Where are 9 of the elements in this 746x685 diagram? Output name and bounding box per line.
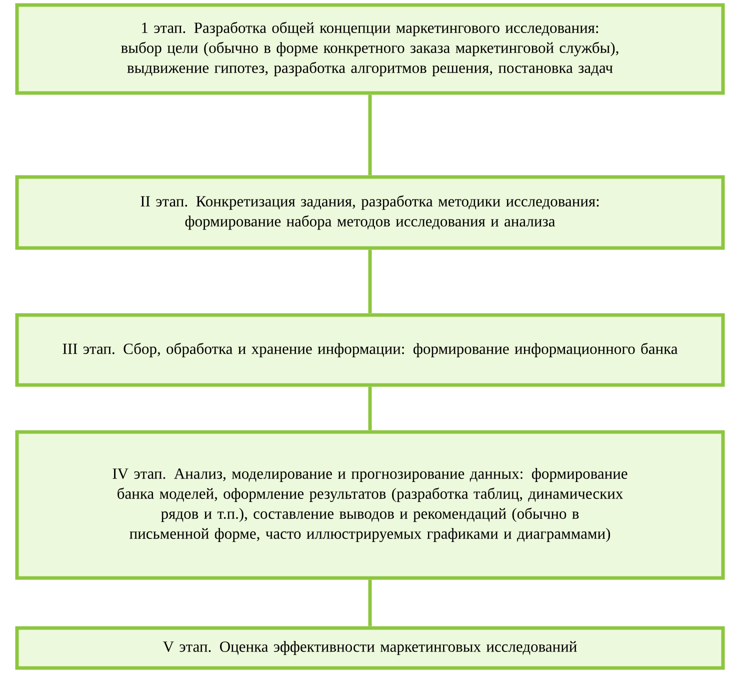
connector-line xyxy=(368,580,372,626)
stage-box: 1 этап. Разработка общей концепции маркетингового исследования: выбор цели (обычно в форме конкретного заказа маркетинговой службы), выдвижение гипотез, разработка алгоритмов решения, постановка задач xyxy=(15,3,725,95)
stage-box: III этап. Сбор, обработка и хранение информации: формирование информационного банка xyxy=(15,313,725,387)
stage-box: II этап. Конкретизация задания, разработка методики исследования: формирование набора методов исследования и анализа xyxy=(15,175,725,250)
stage-box: IV этап. Анализ, моделирование и прогнозирование данных: формирование банка моделей, оформление результатов (разработка таблиц, динамических рядов и т.п.), составление выводов и рекомендаций (обычно в письменной форме, часто иллюстрируемых графиками и диаграммами) xyxy=(15,430,725,580)
connector-line xyxy=(368,94,372,176)
connector-line xyxy=(368,386,372,430)
stage-box: V этап. Оценка эффективности маркетинговых исследований xyxy=(15,626,725,670)
connector-line xyxy=(368,250,372,314)
